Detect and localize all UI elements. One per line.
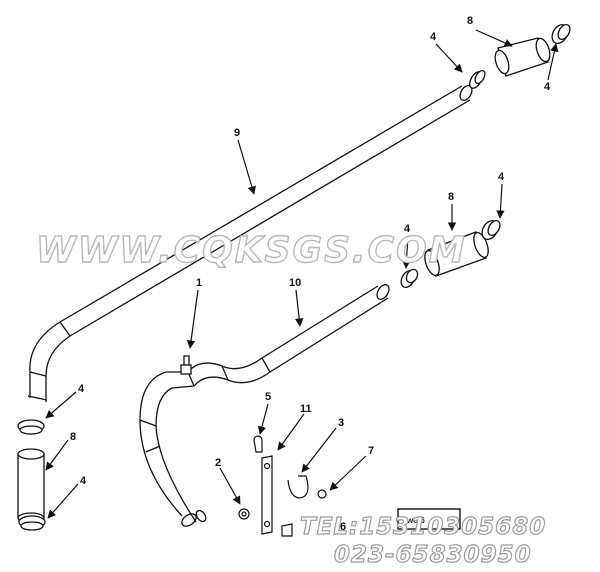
tube-9	[27, 84, 473, 402]
watermark-phone: 023-65830950	[334, 542, 532, 568]
callout-3: 3	[338, 417, 344, 429]
callout-2: 2	[215, 457, 221, 469]
reference-stamp-text: wo 6	[406, 516, 425, 525]
callout-6: 6	[340, 521, 346, 533]
reference-stamp: wo 6	[397, 508, 461, 530]
callout-4-lower-top: 4	[78, 383, 85, 395]
callout-4-mid-right: 4	[498, 171, 505, 183]
upper-hose-group	[469, 23, 571, 89]
callout-8-top: 8	[467, 15, 473, 27]
callout-4-top-right: 4	[544, 81, 551, 93]
callout-4-mid-left: 4	[404, 223, 411, 235]
watermark-site: WWW.CQKSGS.COM	[36, 230, 467, 271]
callout-labels: 8 4 4 9 4 8 4 10 1 4 8 4 5 11 3 7 2 6	[70, 15, 551, 533]
callout-8-mid: 8	[448, 191, 454, 203]
callout-4-top-left: 4	[430, 31, 437, 43]
callout-8-lower: 8	[70, 431, 76, 443]
callout-5: 5	[265, 391, 271, 403]
callout-1: 1	[196, 277, 202, 289]
bracket-hardware	[238, 435, 327, 537]
lower-hose-group	[17, 419, 46, 531]
leader-arrows	[45, 29, 559, 519]
callout-9: 9	[234, 127, 240, 139]
callout-7: 7	[368, 445, 374, 457]
tube-10	[139, 284, 390, 527]
callout-4-lower-bottom: 4	[80, 475, 87, 487]
middle-hose-group	[400, 219, 501, 289]
callout-11: 11	[300, 403, 312, 415]
callout-10: 10	[289, 277, 301, 289]
watermark-tel: TEL:15310305680	[300, 514, 546, 540]
